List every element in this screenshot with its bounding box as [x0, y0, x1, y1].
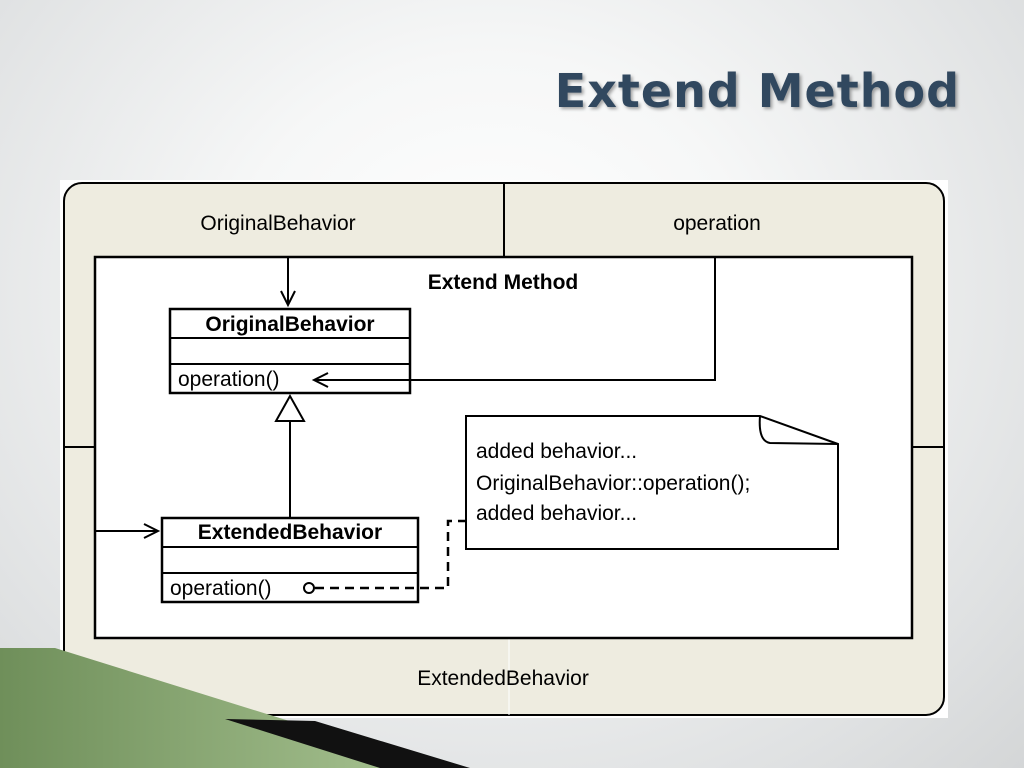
note-line-3: added behavior... — [476, 502, 637, 525]
note-line-1: added behavior... — [476, 440, 637, 463]
slide-title: Extend Method — [554, 64, 960, 118]
role-label-original-behavior: OriginalBehavior — [200, 212, 355, 235]
role-label-operation: operation — [673, 212, 761, 235]
note-line-2: OriginalBehavior::operation(); — [476, 472, 750, 495]
role-binding-original — [280, 258, 296, 308]
black-swoosh — [225, 719, 470, 768]
extended-class-operation: operation() — [170, 577, 272, 600]
role-binding-extended — [96, 523, 161, 539]
generalization-arrow — [274, 393, 306, 518]
role-label-extended-behavior: ExtendedBehavior — [417, 667, 589, 690]
original-class-operation: operation() — [178, 368, 280, 391]
pattern-name: Extend Method — [428, 271, 579, 294]
note-anchor-line — [303, 519, 466, 594]
extended-class-name: ExtendedBehavior — [198, 521, 382, 544]
original-class-name: OriginalBehavior — [205, 313, 374, 336]
role-binding-operation — [311, 258, 716, 388]
behavior-note: added behavior... OriginalBehavior::oper… — [465, 415, 839, 550]
